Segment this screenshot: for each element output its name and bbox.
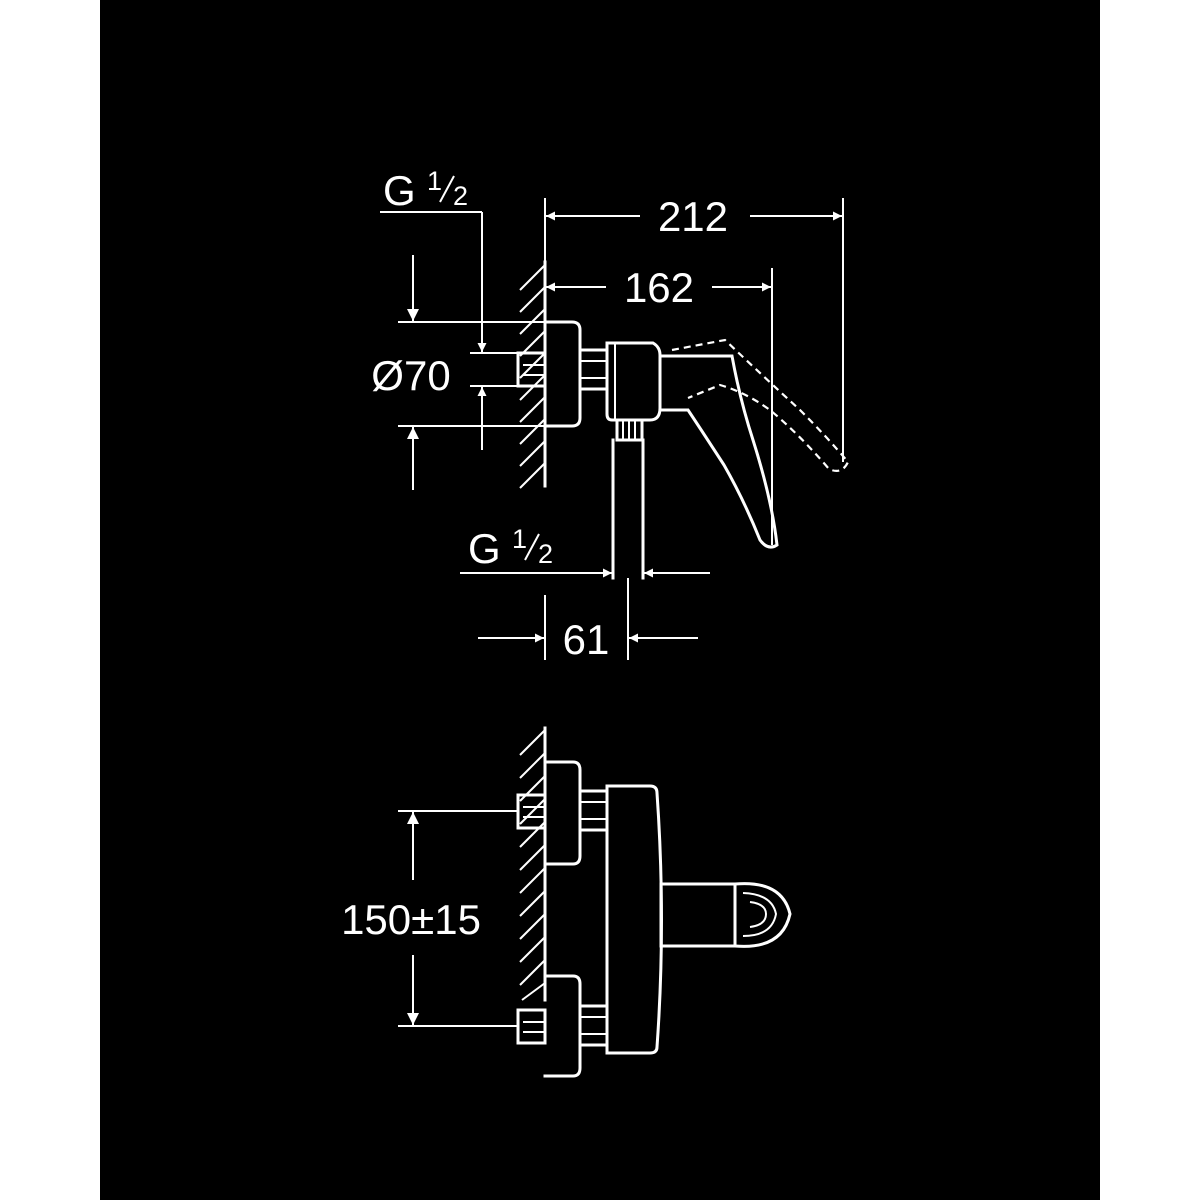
- outlet-pipe: [611, 438, 645, 580]
- inlet-connection-denominator: 2: [453, 181, 468, 211]
- lever-front-grip: [749, 901, 768, 928]
- dimension-overall-depth: 212: [544, 193, 844, 462]
- drawing-panel: [100, 0, 1100, 1200]
- outlet-offset-label: 61: [563, 616, 610, 663]
- side-view: 212 162 Ø70 G 1 2: [371, 166, 850, 663]
- dimension-inlet-centers: 150±15: [341, 810, 518, 1027]
- depth-to-lever-label: 162: [624, 264, 694, 311]
- wall-section-lower: [519, 726, 547, 1002]
- lower-hex-nut: [578, 1004, 609, 1047]
- outlet-connection-denominator: 2: [538, 539, 553, 569]
- overall-depth-label: 212: [658, 193, 728, 240]
- inlet-centers-label: 150±15: [341, 896, 481, 943]
- lower-escutcheon: [543, 974, 582, 1078]
- wall-section-upper: [519, 260, 547, 489]
- outlet-connector: [615, 418, 644, 442]
- lever-handle: [658, 354, 779, 549]
- inlet-connection-label: G: [383, 167, 416, 214]
- outlet-connection-label: G: [468, 525, 501, 572]
- lever-front-inner: [742, 892, 778, 937]
- mixer-body-front: [605, 784, 663, 1055]
- upper-escutcheon: [543, 760, 582, 866]
- dimension-inlet-connection: G 1 2: [380, 166, 518, 450]
- inlet-connection-numerator: 1: [427, 166, 442, 196]
- lever-handle-open-position: [671, 338, 850, 472]
- lever-front: [733, 882, 792, 948]
- lower-inlet-stub: [516, 1008, 547, 1045]
- escutcheon-diameter-label: Ø70: [371, 352, 450, 399]
- upper-hex-nut: [578, 789, 609, 832]
- dimension-escutcheon-diameter: Ø70: [371, 255, 545, 490]
- mixer-body: [605, 341, 662, 422]
- front-view: 150±15: [341, 726, 792, 1078]
- dimension-depth-to-lever: 162: [546, 264, 773, 545]
- dimension-outlet-offset: 61: [478, 578, 698, 663]
- handle-hub: [659, 882, 737, 948]
- hex-nut: [578, 348, 609, 391]
- dimension-outlet-connection: G 1 2: [460, 524, 710, 578]
- outlet-connection-numerator: 1: [512, 524, 527, 554]
- escutcheon: [543, 320, 582, 428]
- inlet-pipe-stub: [516, 351, 547, 388]
